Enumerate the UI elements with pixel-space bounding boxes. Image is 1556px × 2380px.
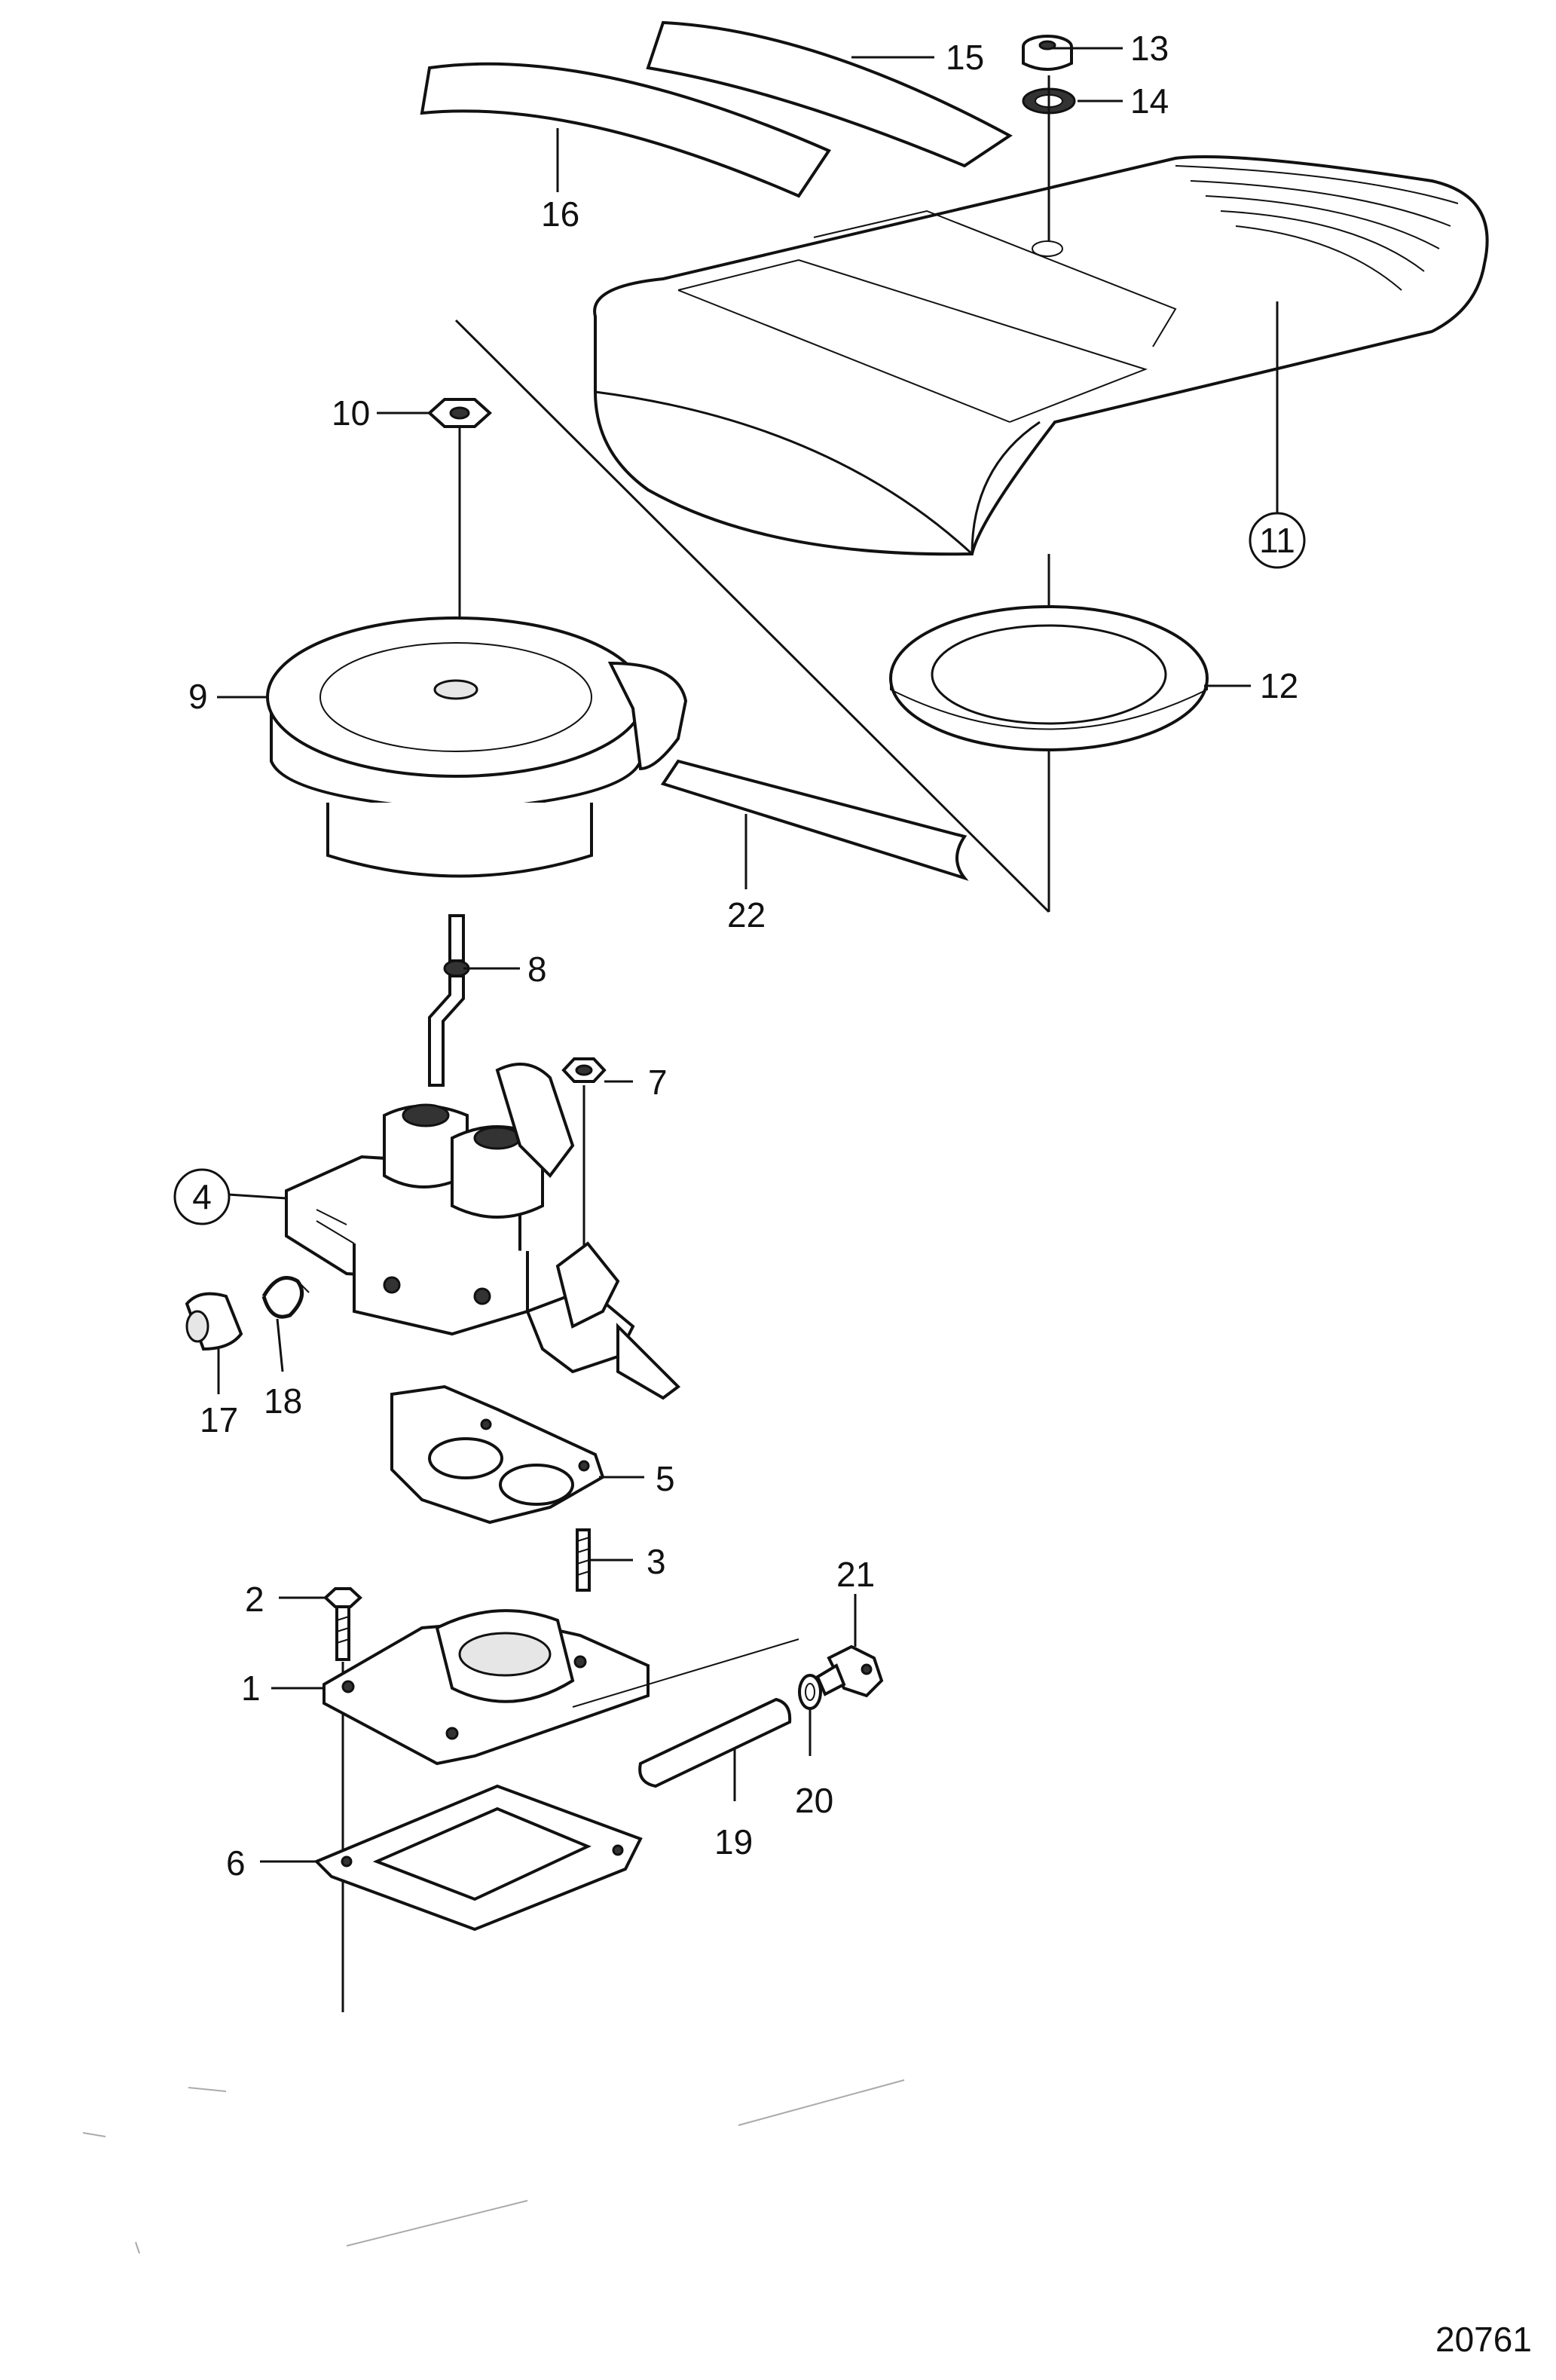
callout-11: 11 bbox=[1259, 521, 1295, 560]
callout-11-circle bbox=[1249, 512, 1306, 569]
callout-21: 21 bbox=[836, 1555, 875, 1594]
flange-nut bbox=[561, 1057, 607, 1083]
stud bbox=[428, 914, 470, 1087]
callout-2: 2 bbox=[245, 1580, 264, 1619]
callout-1: 1 bbox=[241, 1669, 261, 1708]
stud-bolt bbox=[576, 1528, 591, 1592]
elbow-fitting bbox=[815, 1644, 884, 1698]
callout-22: 22 bbox=[727, 895, 766, 935]
throttle-gasket bbox=[390, 1384, 605, 1525]
callout-6: 6 bbox=[226, 1843, 246, 1883]
vacuum-cap bbox=[185, 1292, 243, 1351]
callout-14: 14 bbox=[1130, 81, 1169, 121]
hose-clip bbox=[798, 1674, 822, 1710]
grommet bbox=[1022, 35, 1073, 71]
seal-ring bbox=[889, 605, 1209, 751]
callout-12: 12 bbox=[1260, 666, 1298, 705]
callout-19: 19 bbox=[714, 1822, 753, 1861]
adapter-plate bbox=[323, 1609, 799, 1766]
throttle-body bbox=[285, 1063, 681, 1400]
callout-labels: 13 14 15 16 11 12 10 9 22 8 7 4 17 18 5 … bbox=[173, 29, 1306, 1883]
callout-7: 7 bbox=[648, 1063, 668, 1102]
vent-hose bbox=[638, 1697, 792, 1788]
bolt bbox=[323, 1587, 362, 1661]
callout-3: 3 bbox=[647, 1542, 666, 1581]
callout-5: 5 bbox=[656, 1459, 675, 1498]
decal-15 bbox=[646, 20, 1013, 168]
decal-16 bbox=[420, 62, 831, 198]
callout-13: 13 bbox=[1130, 29, 1169, 68]
leader-lines bbox=[217, 47, 1279, 1863]
callout-16: 16 bbox=[541, 194, 579, 234]
engine-cover bbox=[593, 155, 1489, 556]
callout-17: 17 bbox=[200, 1400, 238, 1439]
nut bbox=[427, 398, 492, 428]
callout-4: 4 bbox=[192, 1177, 212, 1216]
callout-4-circle bbox=[173, 1168, 231, 1225]
callout-15: 15 bbox=[946, 38, 984, 77]
callout-9: 9 bbox=[188, 677, 208, 716]
callout-18: 18 bbox=[264, 1381, 302, 1421]
callout-10: 10 bbox=[332, 393, 370, 433]
background-marks bbox=[82, 2079, 905, 2254]
hose-clamp bbox=[261, 1276, 310, 1319]
base-gasket bbox=[313, 1784, 643, 1932]
figure-number: 20761 bbox=[1435, 2320, 1532, 2359]
callout-8: 8 bbox=[527, 950, 547, 989]
air-filter bbox=[266, 616, 969, 881]
callout-20: 20 bbox=[795, 1781, 833, 1820]
